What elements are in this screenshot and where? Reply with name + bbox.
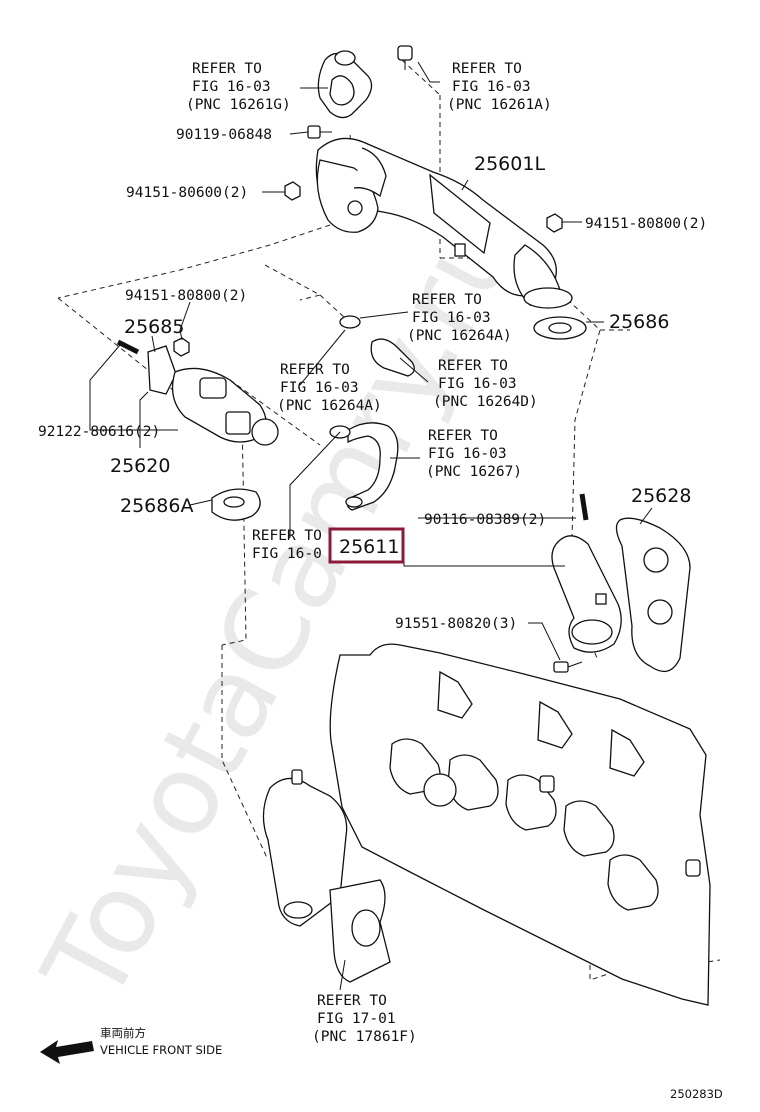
- svg-text:FIG 16-03: FIG 16-03: [192, 79, 271, 95]
- svg-text:FIG 16-0: FIG 16-0: [252, 546, 322, 562]
- svg-text:FIG 16-03: FIG 16-03: [412, 310, 491, 326]
- label-refer-16264d: REFER TO FIG 16-03 (PNC 16264D): [433, 358, 538, 410]
- svg-text:FIG 16-03: FIG 16-03: [280, 380, 359, 396]
- label-94151-80800-mid: 94151-80800(2): [125, 288, 247, 304]
- label-25620: 25620: [110, 455, 170, 477]
- nut-94151-left: [284, 181, 301, 201]
- svg-text:REFER TO: REFER TO: [452, 61, 522, 77]
- svg-text:FIG 16-03: FIG 16-03: [428, 446, 507, 462]
- gasket-25686a: [211, 488, 261, 521]
- bolt-90119: [307, 125, 332, 139]
- label-25686a: 25686A: [120, 495, 193, 517]
- label-25686: 25686: [609, 311, 669, 333]
- label-refer-16261a: REFER TO FIG 16-03 (PNC 16261A): [447, 61, 552, 113]
- svg-text:REFER TO: REFER TO: [252, 528, 322, 544]
- gasket-25686: [533, 316, 587, 340]
- svg-text:(PNC 16267): (PNC 16267): [426, 464, 522, 480]
- label-refer-partial: REFER TO FIG 16-0: [252, 528, 322, 562]
- label-94151-80600: 94151-80600(2): [126, 185, 248, 201]
- svg-text:REFER TO: REFER TO: [192, 61, 262, 77]
- arrow-left-icon: [40, 1040, 94, 1064]
- svg-text:(PNC 16264A): (PNC 16264A): [277, 398, 382, 414]
- svg-text:(PNC 16264A): (PNC 16264A): [407, 328, 512, 344]
- svg-text:(PNC 16261G): (PNC 16261G): [186, 97, 291, 113]
- gasket-25628: [615, 517, 691, 673]
- svg-text:FIG 16-03: FIG 16-03: [438, 376, 517, 392]
- stud-92122: [116, 339, 140, 355]
- svg-text:FIG 17-01: FIG 17-01: [317, 1011, 396, 1027]
- svg-text:REFER TO: REFER TO: [428, 428, 498, 444]
- label-refer-16267: REFER TO FIG 16-03 (PNC 16267): [426, 428, 522, 480]
- svg-text:REFER TO: REFER TO: [412, 292, 482, 308]
- bracket-25611: [551, 493, 622, 653]
- svg-text:(PNC 17861F): (PNC 17861F): [312, 1029, 417, 1045]
- highlight-25611[interactable]: 25611: [328, 527, 405, 564]
- direction-label-en: VEHICLE FRONT SIDE: [100, 1043, 222, 1057]
- label-25601l: 25601L: [474, 153, 545, 175]
- nut-94151-right: [546, 213, 563, 233]
- egr-pipe-17861f: [262, 769, 391, 983]
- svg-text:(PNC 16264D): (PNC 16264D): [433, 394, 538, 410]
- label-refer-16264a-left: REFER TO FIG 16-03 (PNC 16264A): [277, 362, 382, 414]
- label-refer-16261g: REFER TO FIG 16-03 (PNC 16261G): [186, 61, 291, 113]
- svg-text:FIG 16-03: FIG 16-03: [452, 79, 531, 95]
- clamp-16264a-right: [339, 315, 361, 329]
- label-90116-08389: 90116-08389(2): [424, 512, 546, 528]
- label-25628: 25628: [631, 485, 691, 507]
- highlight-box: [328, 527, 405, 564]
- cylinder-head: [329, 643, 711, 1006]
- figure-code: 250283D: [670, 1087, 723, 1101]
- egr-cooler-25601l: [315, 137, 573, 309]
- label-25611: 25611: [339, 536, 399, 558]
- label-92122-80616: 92122-80616(2): [38, 424, 160, 440]
- hose-16261g: [317, 50, 373, 119]
- vehicle-front-indicator: 車両前方 VEHICLE FRONT SIDE: [40, 1026, 222, 1064]
- label-refer-17861f: REFER TO FIG 17-01 (PNC 17861F): [312, 993, 417, 1045]
- label-25685: 25685: [124, 316, 184, 338]
- label-94151-80800-right: 94151-80800(2): [585, 216, 707, 232]
- direction-label-jp: 車両前方: [100, 1026, 146, 1040]
- egr-valve-25620: [147, 345, 279, 446]
- label-91551-80820: 91551-80820(3): [395, 616, 517, 632]
- svg-text:REFER TO: REFER TO: [317, 993, 387, 1009]
- label-90119-06848: 90119-06848: [176, 127, 272, 143]
- svg-text:REFER TO: REFER TO: [280, 362, 350, 378]
- svg-text:REFER TO: REFER TO: [438, 358, 508, 374]
- clamp-16261a: [397, 45, 413, 70]
- svg-text:(PNC 16261A): (PNC 16261A): [447, 97, 552, 113]
- bolt-91551: [553, 661, 583, 673]
- label-refer-16264a-right: REFER TO FIG 16-03 (PNC 16264A): [407, 292, 512, 344]
- nut-94151-mid: [173, 337, 190, 357]
